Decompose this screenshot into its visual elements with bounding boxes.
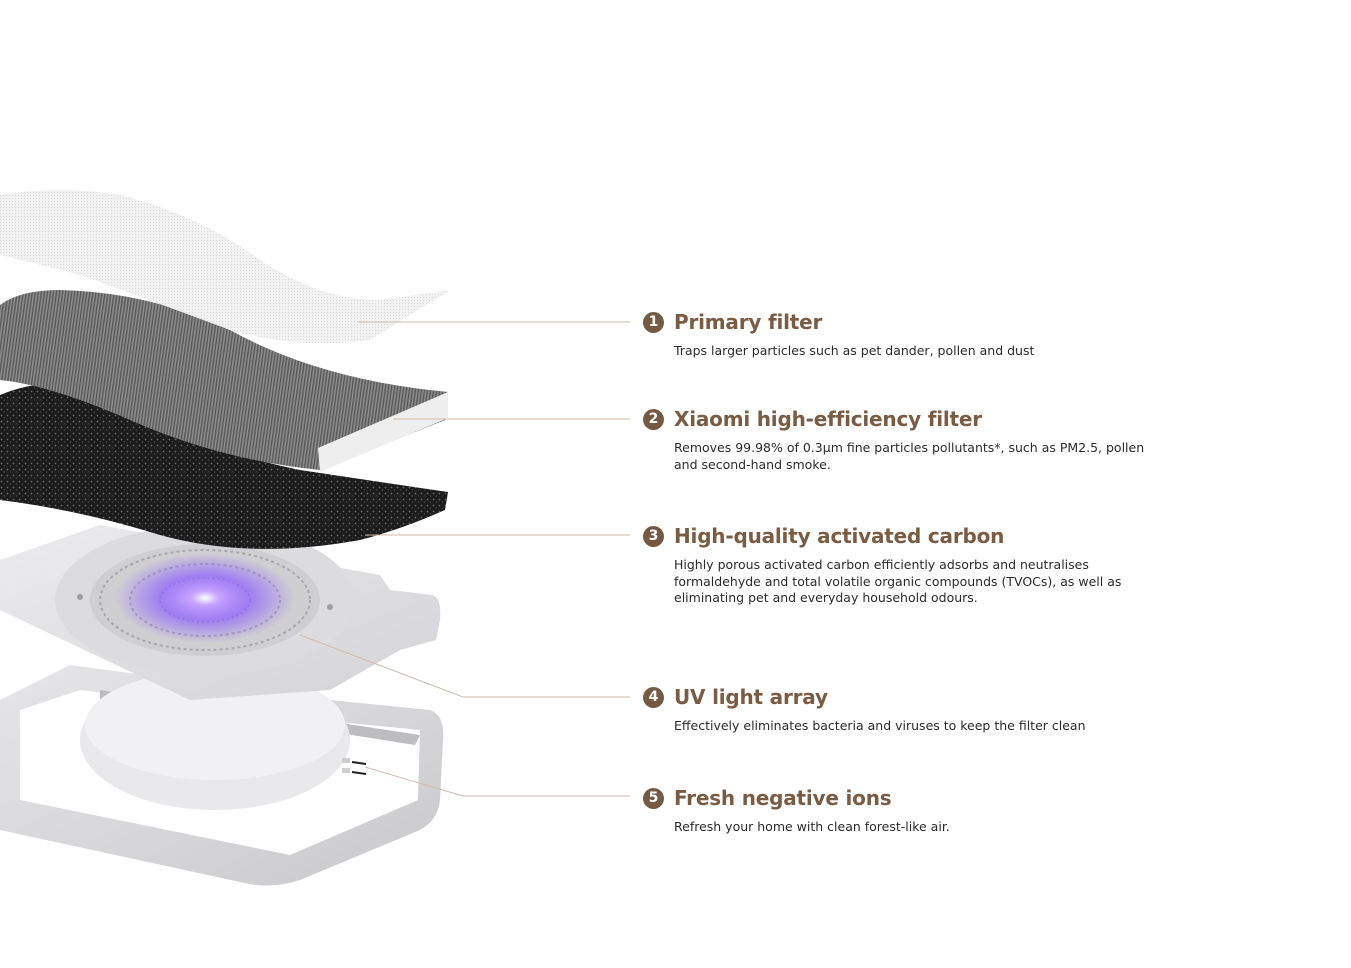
feature-title: Xiaomi high-efficiency filter: [674, 407, 982, 431]
base-tray: [0, 665, 444, 886]
number-badge-1: 1: [643, 311, 664, 333]
number-badge-2: 2: [643, 408, 664, 430]
feature-uv-light-array: 4 UV light array Effectively eliminates …: [643, 685, 1144, 735]
number-badge-5: 5: [643, 787, 664, 809]
feature-description: Refresh your home with clean forest-like…: [674, 819, 950, 834]
primary-mesh-layer: [0, 190, 450, 344]
feature-high-efficiency-filter: 2 Xiaomi high-efficiency filter Removes …: [643, 407, 1144, 473]
feature-description: Traps larger particles such as pet dande…: [674, 343, 1035, 358]
feature-description: Effectively eliminates bacteria and viru…: [674, 718, 1086, 733]
feature-activated-carbon: 3 High-quality activated carbon Highly p…: [643, 524, 1144, 607]
feature-title: Primary filter: [674, 310, 823, 334]
feature-negative-ions: 5 Fresh negative ions Refresh your home …: [643, 786, 1144, 836]
purifier-exploded-illustration: [0, 190, 450, 886]
feature-title: High-quality activated carbon: [674, 524, 1005, 548]
number-badge-4: 4: [643, 686, 664, 708]
uv-light-glow: [115, 553, 295, 643]
feature-description: Highly porous activated carbon efficient…: [674, 557, 1122, 606]
carbon-layer: [0, 383, 448, 549]
hepa-layer: [0, 290, 448, 472]
feature-description: Removes 99.98% of 0.3µm fine particles p…: [674, 440, 1145, 472]
feature-title: Fresh negative ions: [674, 786, 892, 810]
number-badge-3: 3: [643, 525, 664, 547]
feature-title: UV light array: [674, 685, 828, 709]
feature-primary-filter: 1 Primary filter Traps larger particles …: [643, 310, 1144, 360]
